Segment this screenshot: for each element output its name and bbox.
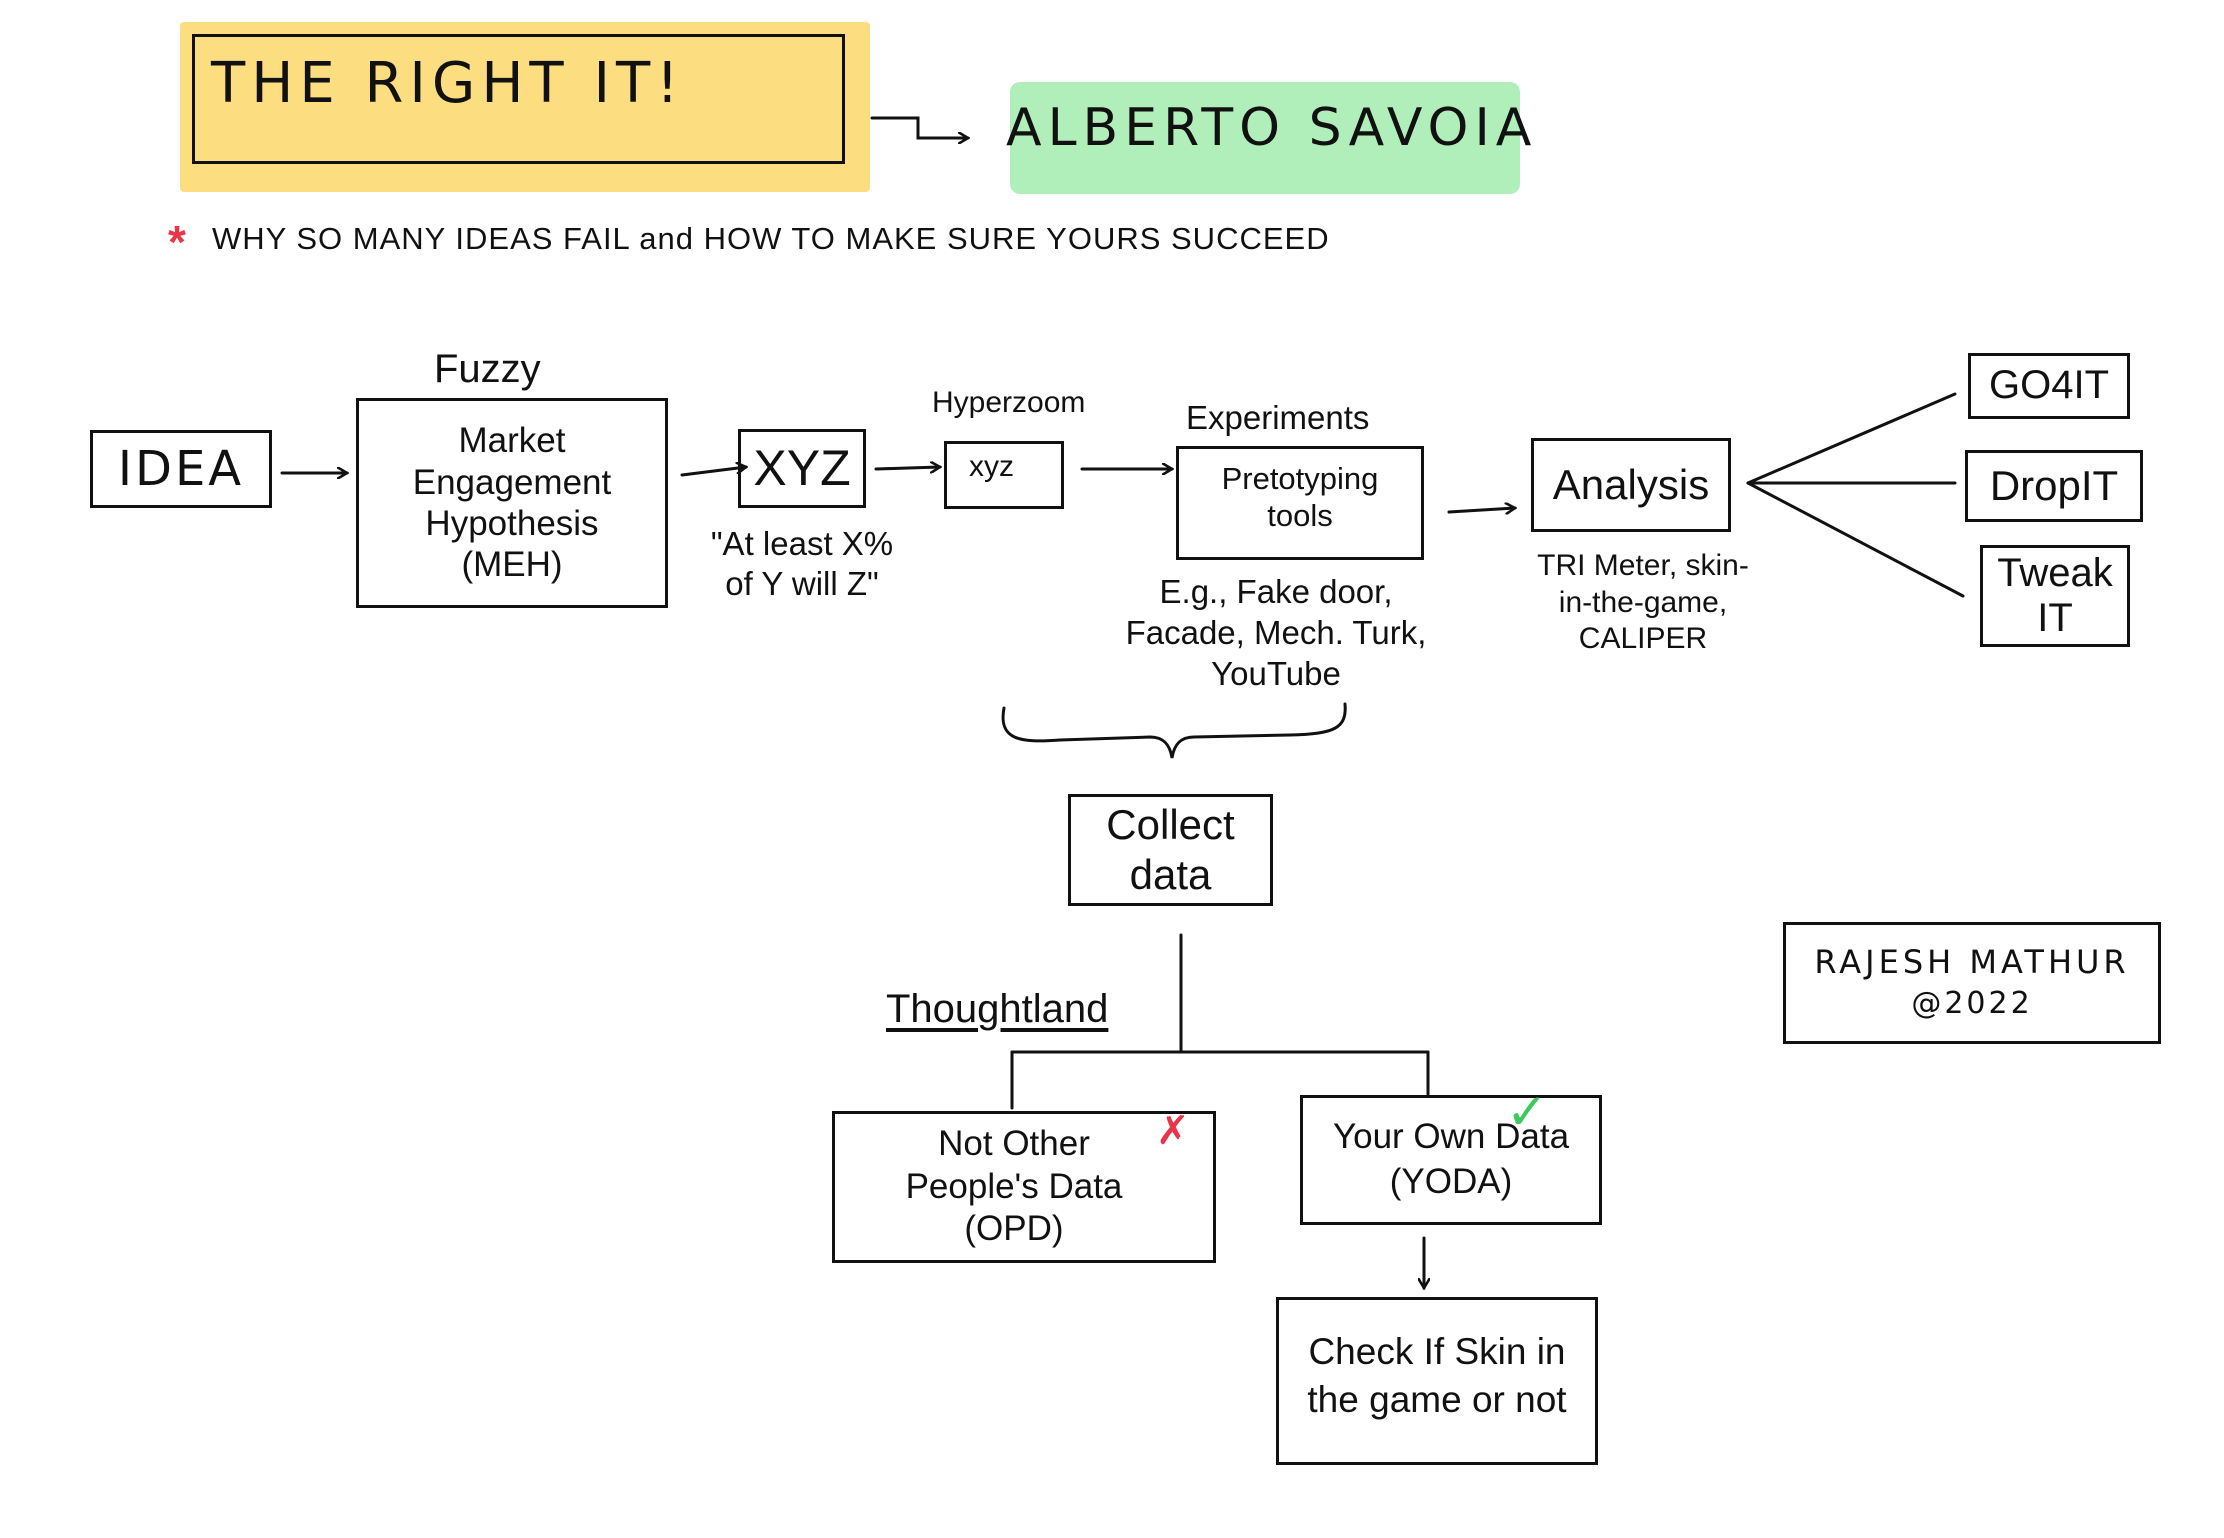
- arrow-xyz-to-hyperzoom: [874, 467, 940, 469]
- tweakit-box: Tweak IT: [1980, 545, 2130, 647]
- collect-data-box: Collect data: [1068, 794, 1273, 906]
- go4it-text: GO4IT: [1988, 363, 2110, 408]
- tweakit-text: Tweak IT: [1997, 551, 2113, 640]
- title-author-arrow: [870, 116, 968, 138]
- xyz-box: XYZ: [738, 429, 866, 508]
- idea-label: IDEA: [117, 440, 245, 497]
- author-highlight: [1010, 82, 1520, 194]
- book-title-box: THE RIGHT IT!: [192, 34, 845, 164]
- xyz-small-text: xyz: [969, 450, 1014, 484]
- hyperzoom-label: Hyperzoom: [932, 386, 1086, 419]
- opd-box: Not Other People's Data (OPD): [832, 1111, 1216, 1263]
- dropit-text: DropIT: [1989, 462, 2119, 510]
- go4it-box: GO4IT: [1968, 353, 2130, 419]
- subtitle: WHY SO MANY IDEAS FAIL and HOW TO MAKE S…: [212, 221, 1330, 256]
- subtitle-asterisk: *: [168, 216, 186, 268]
- collect-data-text: Collect data: [1106, 800, 1235, 898]
- check-skin-text: Check If Skin in the game or not: [1307, 1331, 1567, 1421]
- signature-name: RAJESH MATHUR: [1814, 943, 2130, 982]
- idea-box: IDEA: [90, 430, 272, 508]
- analysis-box: Analysis: [1531, 438, 1731, 532]
- fan-to-tweakit: [1746, 481, 1965, 598]
- xyz-big-text: XYZ: [753, 440, 851, 496]
- author-name: ALBERTO SAVOIA: [1006, 98, 1538, 158]
- cross-mark-icon: ✗: [1156, 1109, 1190, 1153]
- pretotyping-box: Pretotyping tools: [1176, 446, 1424, 560]
- arrow-pretotyping-to-analysis: [1447, 508, 1515, 512]
- book-title: THE RIGHT IT!: [211, 50, 685, 116]
- pretotyping-text: Pretotyping tools: [1221, 461, 1379, 533]
- xyz-note: "At least X% of Y will Z": [710, 525, 894, 603]
- meh-box: Market Engagement Hypothesis (MEH): [356, 398, 668, 608]
- check-mark-icon: ✓: [1506, 1084, 1548, 1140]
- signature-year: @2022: [1911, 986, 2033, 1022]
- meh-text: Market Engagement Hypothesis (MEH): [412, 421, 612, 585]
- thoughtland-label: Thoughtland: [886, 987, 1109, 1031]
- signature-box: RAJESH MATHUR @2022: [1783, 922, 2161, 1044]
- analysis-text: Analysis: [1552, 461, 1710, 509]
- yoda-box: Your Own Data (YODA): [1300, 1095, 1602, 1225]
- experiments-brace: [1001, 702, 1347, 759]
- check-skin-box: Check If Skin in the game or not: [1276, 1297, 1598, 1465]
- fuzzy-label: Fuzzy: [434, 347, 541, 391]
- fan-to-go4it: [1746, 392, 1957, 485]
- arrow-meh-to-xyz: [680, 467, 746, 477]
- analysis-note: TRI Meter, skin- in-the-game, CALIPER: [1537, 549, 1749, 656]
- opd-text: Not Other People's Data (OPD): [905, 1123, 1123, 1249]
- experiments-label: Experiments: [1186, 399, 1370, 436]
- pretotyping-examples: E.g., Fake door, Facade, Mech. Turk, You…: [1125, 573, 1427, 692]
- yoda-text: Your Own Data (YODA): [1332, 1117, 1570, 1201]
- dropit-box: DropIT: [1965, 450, 2143, 522]
- hyperzoom-box: xyz: [944, 441, 1064, 509]
